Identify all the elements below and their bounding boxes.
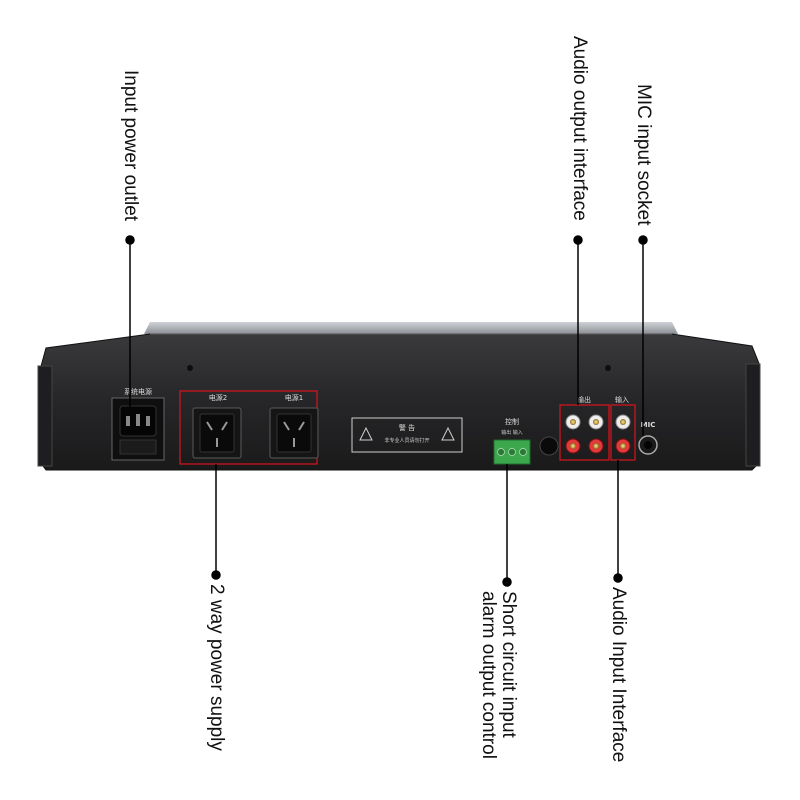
iec-power-inlet — [111, 397, 165, 461]
rack-ear-left — [37, 365, 53, 467]
rack-ear-right — [745, 363, 761, 467]
system-power-label: 系统电源 — [124, 387, 152, 396]
audio-input-rca-jacks — [615, 414, 631, 454]
callout-audio-output-interface: Audio output interface — [569, 36, 590, 221]
callout-dot-input-power — [125, 235, 135, 245]
control-sub-label: 输出 输入 — [501, 429, 523, 436]
callout-dot-audio-input — [613, 573, 623, 583]
callout-short-circuit-line2: alarm output control — [478, 591, 499, 759]
power1-label: 电源1 — [285, 393, 303, 402]
callout-dot-mic — [638, 235, 648, 245]
callout-audio-input-interface: Audio Input Interface — [608, 587, 629, 763]
callout-audio-output-interface-text: Audio output interface — [569, 36, 590, 221]
warning-label — [351, 417, 463, 453]
mic-input-socket — [638, 435, 658, 455]
mic-label: MIC — [641, 421, 656, 429]
callout-input-power-outlet: Input power outlet — [120, 70, 141, 222]
warning-title: 警 告 — [399, 423, 415, 432]
audio-output-highlight-box — [559, 404, 610, 461]
chassis-top — [144, 322, 678, 334]
callout-short-circuit-line1: Short circuit input — [498, 591, 519, 738]
audio-output-rca-jacks — [565, 414, 604, 454]
callout-short-circuit: Short circuit input alarm output control — [478, 591, 519, 759]
input-label: 输入 — [615, 395, 629, 404]
callout-dot-power-supply — [211, 570, 221, 580]
power-outlet-2 — [192, 407, 242, 459]
audio-input-highlight-box — [610, 404, 636, 461]
warning-text: 非专业人员请勿打开 — [384, 437, 429, 444]
power2-label: 电源2 — [209, 393, 227, 402]
callout-mic-input-socket-text: MIC input socket — [633, 84, 654, 226]
callout-input-power-outlet-text: Input power outlet — [120, 70, 141, 222]
output-label: 输出 — [577, 395, 591, 404]
callout-two-way-power-supply-text: 2 way power supply — [206, 584, 227, 751]
callout-audio-input-interface-text: Audio Input Interface — [608, 587, 629, 763]
callout-mic-input-socket: MIC input socket — [633, 84, 654, 226]
callout-dot-audio-output — [573, 235, 583, 245]
callout-dot-short-circuit — [502, 577, 512, 587]
grommet-hole — [539, 436, 559, 456]
control-label: 控制 — [505, 417, 519, 426]
callout-lines — [125, 235, 648, 587]
callout-two-way-power-supply: 2 way power supply — [206, 584, 227, 751]
power-outlet-1 — [269, 407, 319, 459]
control-terminal-block — [493, 439, 531, 465]
